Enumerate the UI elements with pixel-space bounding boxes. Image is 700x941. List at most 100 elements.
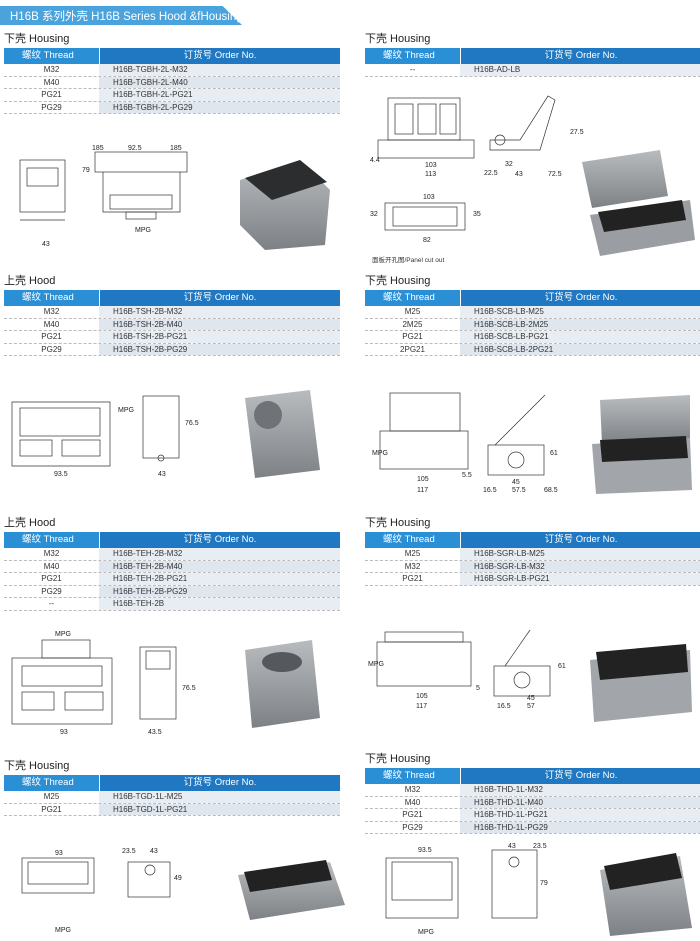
order-header: 订货号 Order No. [461, 768, 700, 784]
thread-cell: -- [48, 599, 55, 608]
dimension-label: 27.5 [570, 129, 584, 136]
order-header: 订货号 Order No. [100, 48, 340, 64]
banner-title: H16B 系列外壳 H16B Series Hood &fHousing [10, 11, 243, 23]
dimension-label: 16.5 [483, 487, 497, 494]
drawing-tgbh-front [94, 151, 188, 220]
banner-bar [0, 6, 242, 25]
dimension-label: 23.5 [122, 848, 136, 855]
dimension-label: 93 [60, 729, 68, 736]
dimension-label: 43 [508, 843, 516, 850]
thread-cell: PG21 [41, 804, 62, 814]
panel-title: 上壳 Hood [4, 275, 56, 287]
dimension-label: MPG [368, 661, 384, 668]
drawing-tsh-side [142, 395, 180, 462]
dimension-label: 93 [55, 850, 63, 857]
thread-cell: 2PG21 [400, 344, 425, 354]
order-cell: H16B-TGBH-2L-PG21 [99, 89, 340, 101]
table-row: PG21 H16B-TGD-1L-PG21 [4, 803, 340, 816]
order-header: 订货号 Order No. [461, 48, 700, 64]
order-cell: H16B-SCB-LB-2PG21 [460, 343, 700, 355]
thread-cell: M25 [43, 792, 60, 801]
order-cell: H16B-THD-1L-PG21 [460, 809, 700, 821]
dimension-label: 57.5 [512, 487, 526, 494]
dimension-label: MPG [372, 450, 388, 457]
dimension-label: MPG [55, 927, 71, 934]
panel-title: 下壳 Housing [365, 33, 431, 45]
dimension-label: 105 [416, 693, 428, 700]
dimension-label: 76.5 [185, 420, 199, 427]
dimension-label: 32 [505, 161, 513, 168]
thread-header: 螺纹 Thread [4, 775, 99, 791]
photo-thd [600, 853, 692, 936]
drawing-sgr-side [493, 629, 551, 697]
thread-cell: PG29 [41, 344, 62, 354]
dimension-label: 76.5 [182, 685, 196, 692]
thread-cell: PG21 [41, 332, 62, 341]
thread-cell: 2M25 [402, 319, 423, 329]
order-cell: H16B-SCB-LB-M25 [460, 306, 700, 318]
dimension-label: 32 [370, 211, 378, 218]
dimension-label: 43.5 [148, 729, 162, 736]
thread-cell: PG29 [402, 822, 423, 832]
drawing-tgd-front [21, 857, 95, 894]
photo-tsh [245, 390, 320, 478]
thread-header: 螺纹 Thread [365, 290, 460, 306]
order-cell: H16B-TSH-2B-PG29 [99, 343, 340, 355]
dimension-label: 57 [527, 703, 535, 710]
dimension-label: 113 [425, 171, 436, 178]
table-row: 2PG21 H16B-SCB-LB-2PG21 [365, 343, 700, 356]
order-cell: H16B-TGBH-2L-PG29 [99, 101, 340, 113]
drawing-teh-side [139, 646, 177, 720]
drawing-ad-side [489, 95, 556, 151]
dimension-label: 5.5 [462, 472, 472, 479]
dimension-label: 45 [512, 479, 520, 486]
thread-cell: M40 [43, 319, 60, 329]
dimension-label: 5 [476, 685, 480, 692]
table-row: M40 H16B-TSH-2B-M40 [4, 318, 340, 331]
drawing-thd-front [385, 857, 459, 919]
order-cell: H16B-TEH-2B-PG21 [99, 573, 340, 585]
order-cell: H16B-SCB-LB-PG21 [460, 331, 700, 343]
drawing-tgd-side [127, 861, 171, 898]
thread-cell: PG21 [402, 332, 423, 341]
order-header: 订货号 Order No. [461, 290, 700, 306]
dimension-label: 93.5 [418, 847, 432, 854]
thread-header: 螺纹 Thread [365, 768, 460, 784]
drawing-tgbh-side [19, 159, 66, 221]
dimension-label: 43 [42, 241, 50, 248]
dimension-label: 103 [423, 194, 435, 201]
dimension-label: MPG [118, 407, 134, 414]
drawing-tsh-front [11, 401, 111, 467]
order-cell: H16B-TSH-2B-M32 [99, 306, 340, 318]
photo-sgr [590, 644, 692, 722]
dimension-label: MPG [418, 929, 434, 936]
drawing-ad-cutout [384, 202, 466, 231]
thread-cell: PG29 [41, 102, 62, 112]
order-cell: H16B-TSH-2B-M40 [99, 318, 340, 330]
dimension-label: 79 [82, 167, 90, 174]
thread-cell: -- [409, 65, 416, 74]
order-cell: H16B-TGD-1L-PG21 [99, 803, 340, 815]
dimension-label: 61 [558, 663, 566, 670]
thread-cell: PG21 [41, 90, 62, 99]
photo-tgbh [240, 160, 330, 250]
order-cell: H16B-THD-1L-M40 [460, 796, 700, 808]
dimension-label: 103 [425, 162, 437, 169]
